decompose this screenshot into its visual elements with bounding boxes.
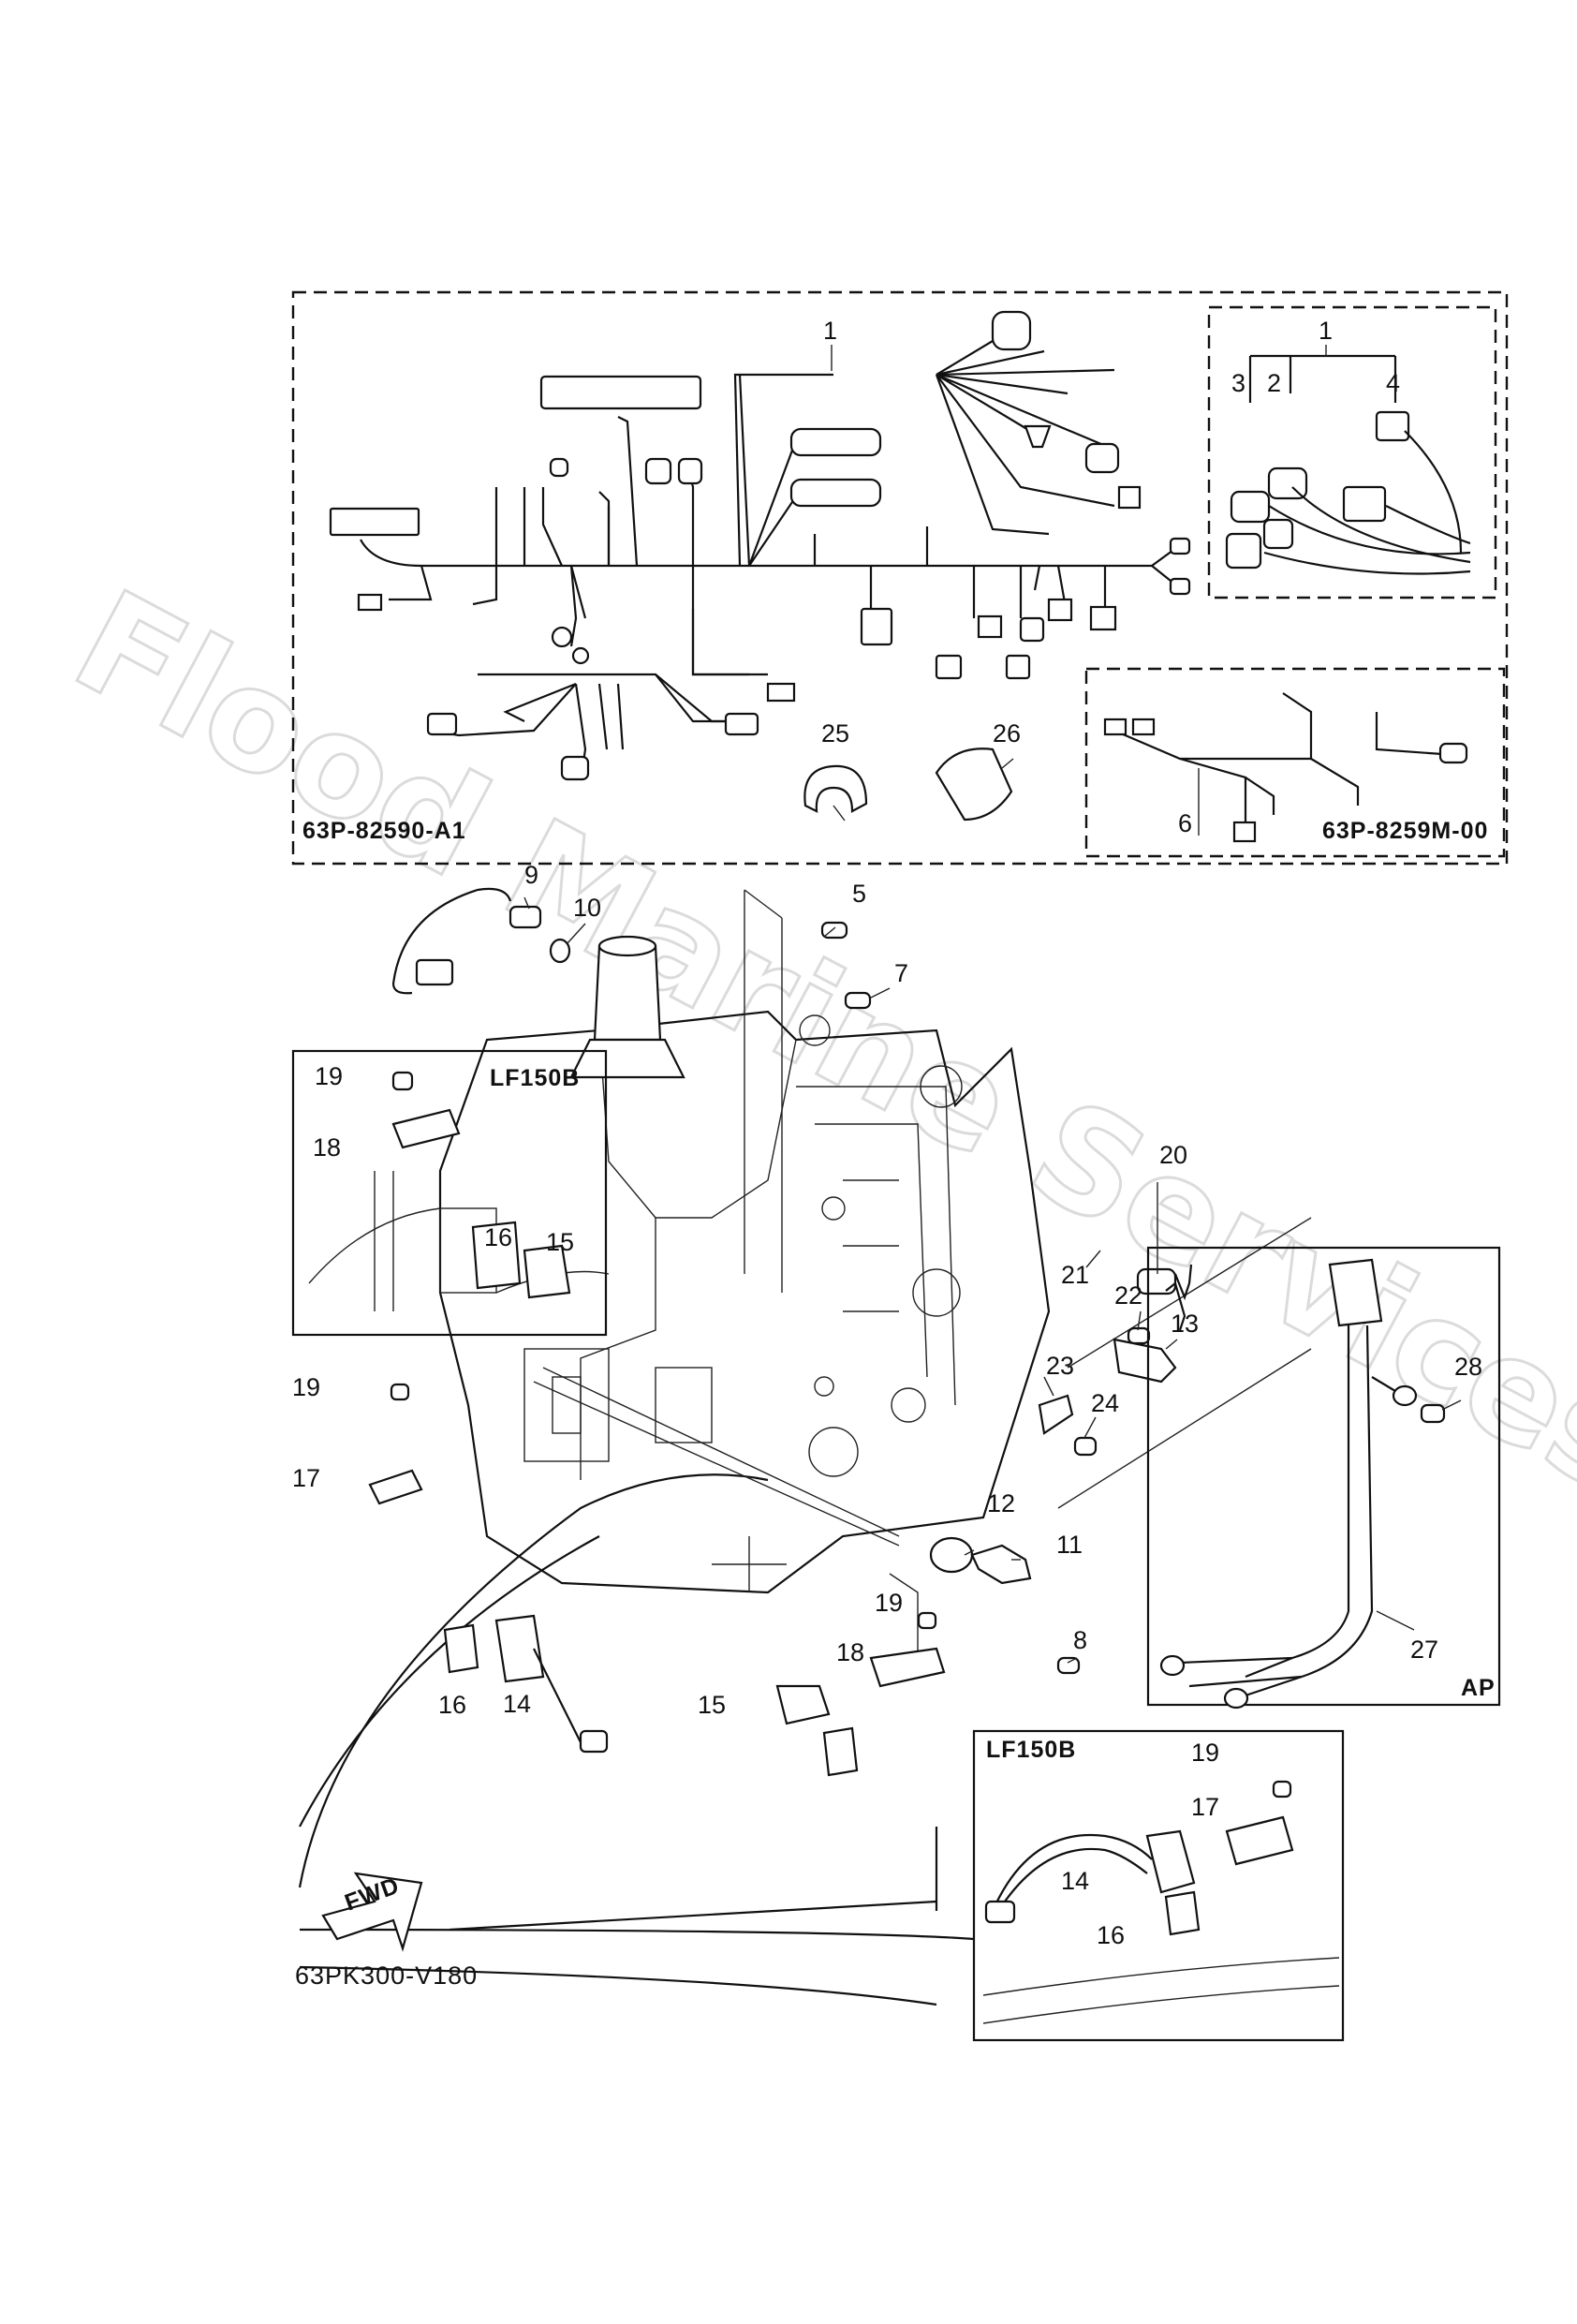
callout-28: 28 (1454, 1353, 1482, 1381)
callout-19-lower: 19 (875, 1589, 903, 1617)
callout-15-inset: 15 (546, 1228, 574, 1256)
inset-label-lf150b-bottom: LF150B (986, 1737, 1076, 1763)
harness-sub-code: 63P-8259M-00 (1322, 818, 1488, 844)
callout-numbers: 1 1 2 3 4 5 6 7 8 9 10 11 12 13 14 14 15… (292, 317, 1482, 1949)
callout-17-inset: 17 (1191, 1793, 1219, 1821)
callout-26: 26 (993, 719, 1021, 748)
engine-block-illustration (298, 889, 1312, 2006)
callout-4: 4 (1386, 369, 1400, 397)
callout-11: 11 (1056, 1531, 1083, 1559)
callout-8: 8 (1073, 1626, 1087, 1654)
callout-19-inset-top: 19 (315, 1062, 343, 1090)
inset-label-ap: AP (1461, 1675, 1496, 1701)
callout-14: 14 (503, 1690, 531, 1718)
callout-27: 27 (1410, 1636, 1438, 1664)
callout-14-inset: 14 (1061, 1867, 1089, 1895)
harness-main-code: 63P-82590-A1 (302, 818, 466, 844)
callout-15: 15 (698, 1691, 726, 1719)
callout-16-inset-top: 16 (484, 1223, 512, 1251)
callout-21: 21 (1061, 1261, 1089, 1289)
callout-1: 1 (823, 317, 837, 345)
inset-label-lf150b-top: LF150B (490, 1065, 580, 1091)
harness-box (291, 290, 1509, 866)
inset-lf150b-bottom: LF150B (972, 1729, 1345, 2042)
callout-6: 6 (1178, 809, 1192, 837)
callout-16: 16 (438, 1691, 466, 1719)
callout-16-inset-bottom: 16 (1097, 1921, 1125, 1949)
callout-22: 22 (1114, 1281, 1142, 1310)
callout-24: 24 (1091, 1389, 1119, 1417)
callout-18: 18 (836, 1638, 864, 1666)
callout-1-sub: 1 (1319, 317, 1333, 345)
inset-ap: AP (1146, 1246, 1501, 1710)
inset-lf150b-top: LF150B (291, 1049, 608, 1337)
callout-5: 5 (852, 880, 866, 908)
callout-12: 12 (987, 1489, 1015, 1517)
callout-17: 17 (292, 1464, 320, 1492)
callout-3: 3 (1231, 369, 1245, 397)
callout-23: 23 (1046, 1352, 1074, 1380)
wire-harness-group (291, 290, 1509, 866)
callout-10: 10 (573, 894, 601, 922)
callout-7: 7 (894, 959, 908, 987)
callout-13: 13 (1171, 1310, 1199, 1338)
callout-19: 19 (292, 1373, 320, 1401)
callout-20: 20 (1159, 1141, 1187, 1169)
part-shapes (321, 887, 1193, 1952)
callout-19-inset-bottom: 19 (1191, 1739, 1219, 1767)
callout-9: 9 (524, 861, 538, 889)
callout-25: 25 (821, 719, 849, 748)
callout-18-inset: 18 (313, 1133, 341, 1162)
callout-2: 2 (1267, 369, 1281, 397)
sub-harness-6-box (1084, 667, 1506, 858)
drawing-code: 63PK300-V180 (295, 1961, 478, 1990)
